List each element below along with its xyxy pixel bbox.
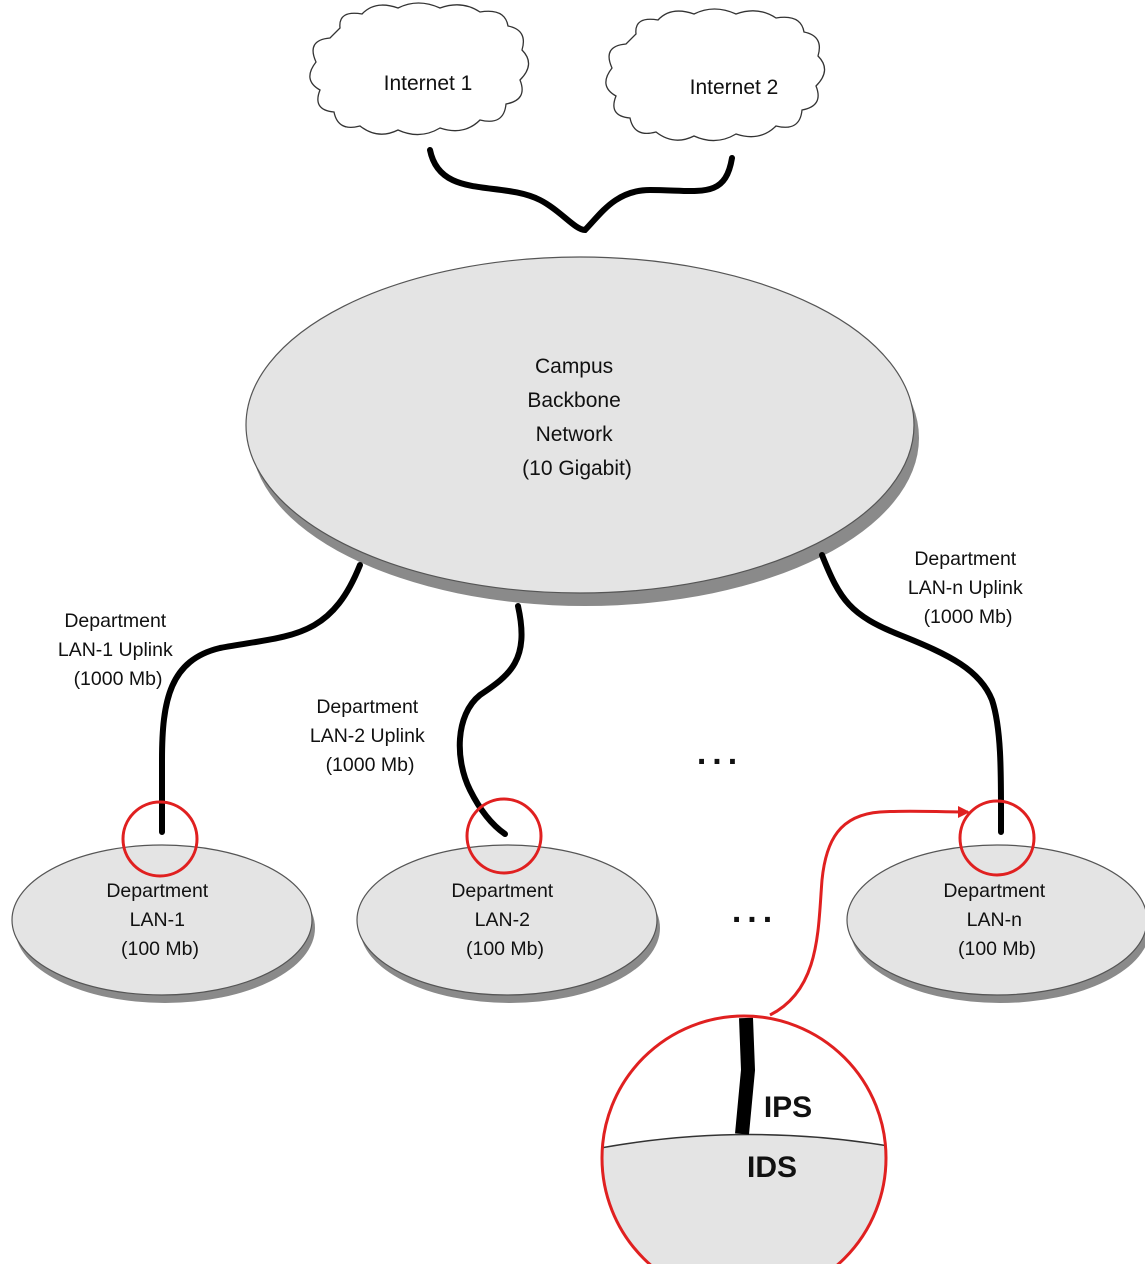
lan-1-line-2: LAN-1 [130,909,185,931]
lan-n-line-1: Department [943,880,1045,902]
zoom-arrow [769,805,970,1017]
department-lan-2-node: Department LAN-2 (100 Mb) [356,844,660,1003]
department-lan-1-node: Department LAN-1 (100 Mb) [11,844,315,1003]
backbone-label: Campus Backbone Network (10 Gigabit) [522,355,632,480]
department-lan-n-node: Department LAN-n (100 Mb) [846,844,1145,1003]
cloud-internet-2: Internet 2 [605,8,826,142]
lan-n-label: Department LAN-n (100 Mb) [943,880,1050,960]
lan-n-uplink-line-3: (1000 Mb) [924,606,1013,628]
ids-label: IDS [747,1151,797,1184]
lan-2-label: Department LAN-2 (100 Mb) [451,880,558,960]
ips-label: IPS [764,1091,812,1124]
lan-1-uplink-line-2: LAN-1 Uplink [58,639,173,661]
internet-2-label: Internet 2 [690,76,779,99]
internet-1-label: Internet 1 [384,72,473,95]
lan-n-uplink-line-1: Department [914,548,1016,570]
highlight-circle-lan-n [958,799,1036,877]
lan-2-line-2: LAN-2 [475,909,530,931]
cloud-internet-1: Internet 1 [309,2,530,136]
lan-2-line-3: (100 Mb) [466,938,544,960]
internet-cable [427,147,735,234]
lan-2-uplink-line-1: Department [316,696,418,718]
lan-1-uplink-line-1: Department [64,610,166,632]
backbone-line-4: (10 Gigabit) [522,457,632,480]
campus-backbone-node: Campus Backbone Network (10 Gigabit) [245,256,919,606]
lan-1-uplink-label: Department LAN-1 Uplink (1000 Mb) [58,610,178,690]
lan-n-line-3: (100 Mb) [958,938,1036,960]
highlight-circle-lan-1 [121,800,199,878]
zoom-detail: IPS IDS [600,1014,888,1264]
lan-1-line-3: (100 Mb) [121,938,199,960]
lan-2-uplink-line-2: LAN-2 Uplink [310,725,425,747]
ellipsis-upper: ... [697,734,743,772]
lan-1-line-1: Department [106,880,208,902]
lan-2-uplink-label: Department LAN-2 Uplink (1000 Mb) [310,696,430,776]
uplink-cable-lan-1 [159,562,363,835]
lan-n-uplink-label: Department LAN-n Uplink (1000 Mb) [908,548,1028,628]
backbone-line-3: Network [536,423,614,446]
uplink-cable-lan-2 [456,603,525,837]
ellipsis-lower: ... [732,892,778,930]
lan-1-uplink-line-3: (1000 Mb) [74,668,163,690]
highlight-circle-lan-2 [465,797,543,875]
lan-2-line-1: Department [451,880,553,902]
lan-1-label: Department LAN-1 (100 Mb) [106,880,213,960]
backbone-line-1: Campus [535,355,613,378]
uplink-cable-lan-n [819,552,1005,835]
lan-n-line-2: LAN-n [967,909,1022,931]
lan-n-uplink-line-2: LAN-n Uplink [908,577,1023,599]
zoom-cable [735,1017,756,1135]
backbone-line-2: Backbone [527,389,620,412]
lan-2-uplink-line-3: (1000 Mb) [326,754,415,776]
